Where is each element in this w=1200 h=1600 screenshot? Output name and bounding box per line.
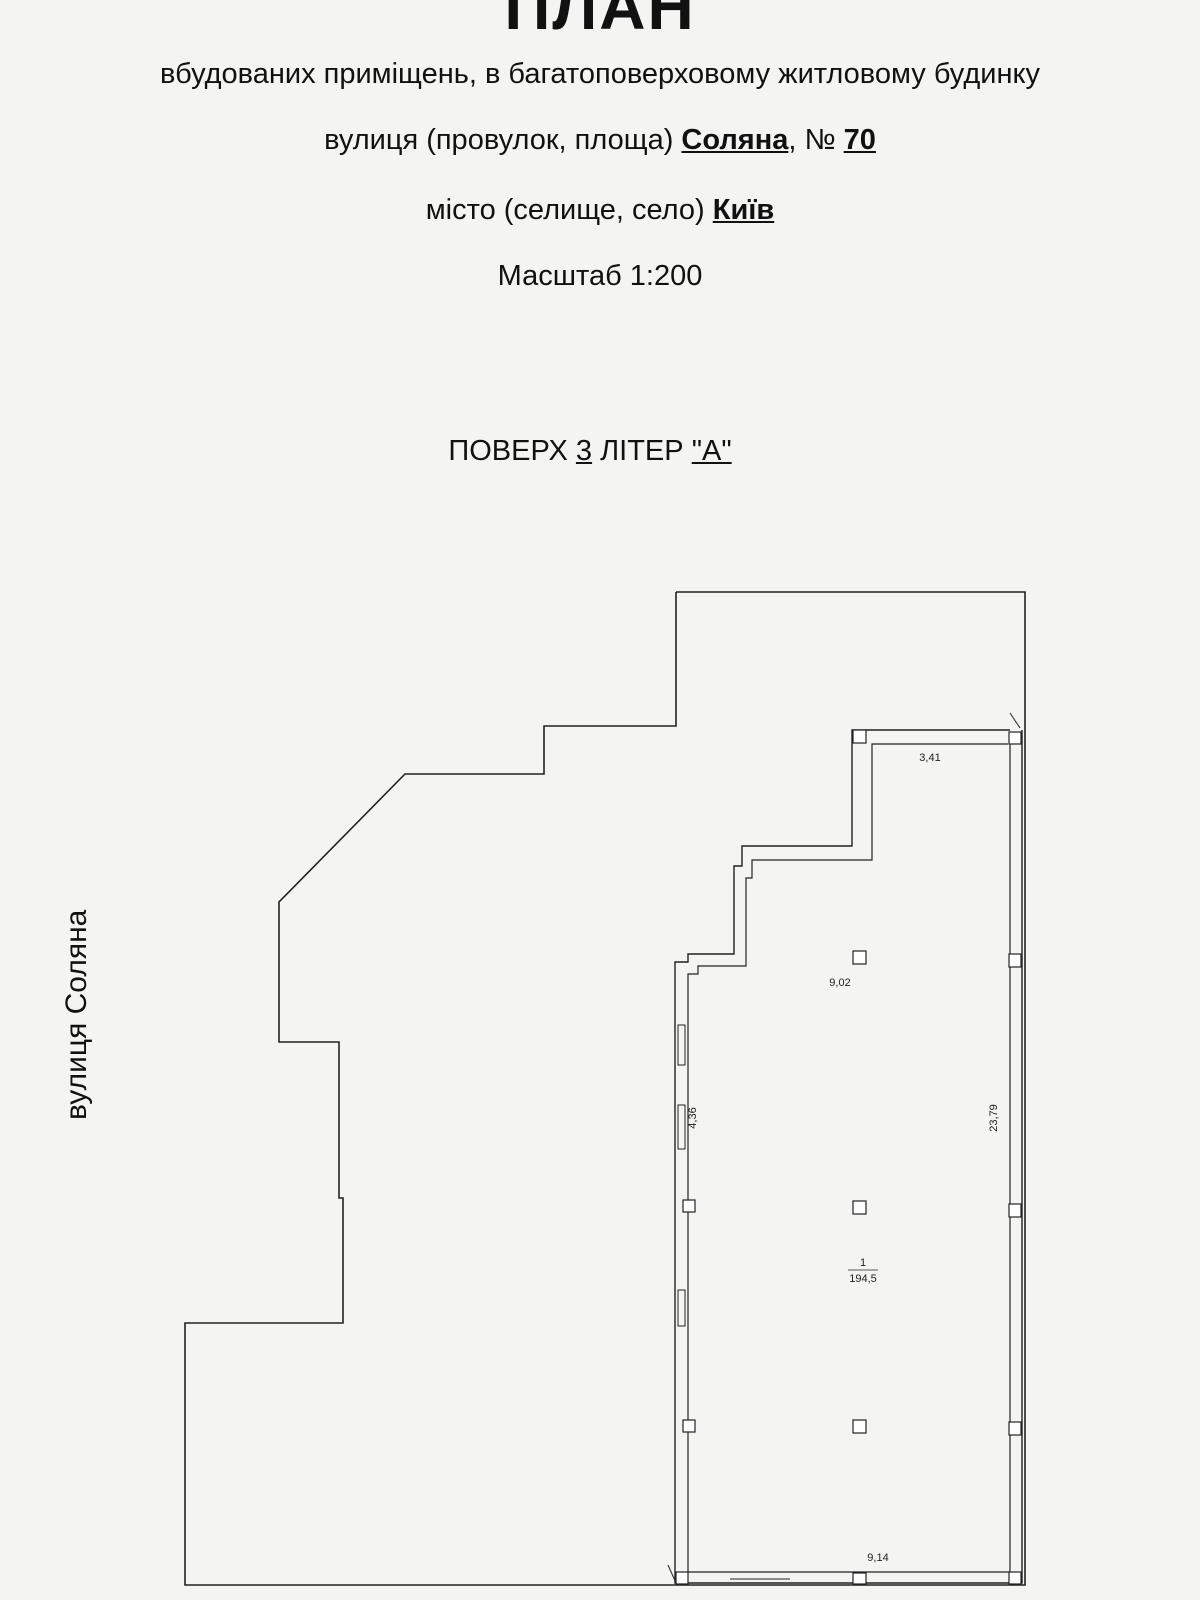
building-number: 70 <box>843 124 876 156</box>
corner-mark <box>667 1564 677 1584</box>
city-name: Київ <box>712 194 775 226</box>
dimension-wall: 4,36 <box>687 1107 699 1128</box>
column <box>682 1199 696 1213</box>
room-number: 1 <box>860 1257 866 1269</box>
street-name: Соляна <box>681 124 789 156</box>
column <box>1008 1203 1022 1218</box>
floor-label: ПОВЕРХ 3 ЛІТЕР "А" <box>0 435 1190 468</box>
column <box>852 1200 867 1215</box>
dimension-top: 3,41 <box>919 752 940 764</box>
floor-middle: ЛІТЕР <box>600 435 684 467</box>
column <box>1008 953 1022 968</box>
street-prefix: вулиця (провулок, площа) <box>324 124 674 156</box>
room-outer-wall <box>674 729 1023 1584</box>
corner-mark <box>1009 712 1021 729</box>
dimension-length: 23,79 <box>988 1104 1000 1132</box>
column <box>852 729 867 744</box>
window <box>677 1104 686 1150</box>
window <box>677 1024 686 1066</box>
column <box>852 950 867 965</box>
window <box>677 1289 686 1327</box>
plan-subtitle: вбудованих приміщень, в багатоповерховом… <box>160 58 1040 90</box>
column <box>1008 731 1022 745</box>
column <box>852 1572 867 1585</box>
scale-label: Масштаб 1:200 <box>497 260 703 292</box>
column <box>682 1419 696 1433</box>
plan-title: ПЛАН <box>504 0 696 43</box>
column <box>675 1571 689 1585</box>
room-area: 194,5 <box>849 1273 877 1285</box>
room-inner-wall <box>687 743 1011 1573</box>
city-line: місто (селище, село) Київ <box>0 194 1200 227</box>
floor-letter: "А" <box>691 435 732 467</box>
column <box>852 1419 867 1434</box>
floor-number: 3 <box>575 435 593 467</box>
column <box>1008 1421 1022 1436</box>
number-prefix: , № <box>788 124 836 156</box>
floor-prefix: ПОВЕРХ <box>448 435 568 467</box>
building-outline <box>184 591 1026 1586</box>
address-line: вулиця (провулок, площа) Соляна, № 70 <box>0 124 1200 157</box>
column <box>1008 1571 1022 1585</box>
dimension-inner-width: 9,02 <box>829 977 850 989</box>
dimension-bottom: 9,14 <box>867 1552 888 1564</box>
city-prefix: місто (селище, село) <box>425 194 705 226</box>
